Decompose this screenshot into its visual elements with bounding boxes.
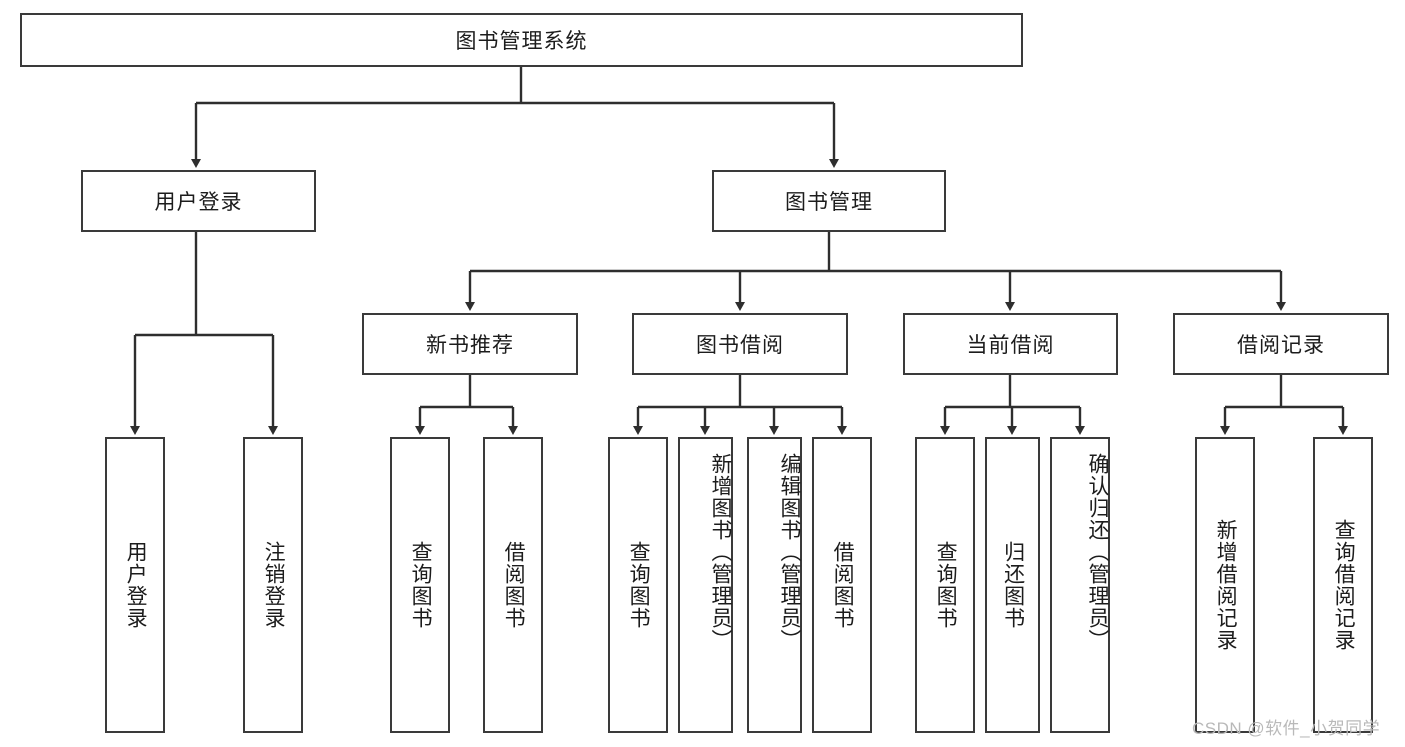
node-user-login[interactable]: 用户登录 (81, 170, 316, 232)
leaf-query-book-2[interactable]: 查询图书 (608, 437, 668, 733)
node-current-borrow-label: 当前借阅 (966, 334, 1055, 357)
leaf-borrow-book-2-label: 借阅图书 (831, 541, 855, 629)
node-current-borrow[interactable]: 当前借阅 (903, 313, 1118, 375)
node-root-label: 图书管理系统 (455, 30, 588, 53)
node-borrow-record-label: 借阅记录 (1237, 334, 1325, 357)
leaf-return-book[interactable]: 归还图书 (985, 437, 1040, 733)
leaf-borrow-book-1[interactable]: 借阅图书 (483, 437, 543, 733)
leaf-query-book-2-label: 查询图书 (627, 541, 651, 629)
node-new-book-recommend-label: 新书推荐 (426, 334, 514, 357)
leaf-add-record-label: 新增借阅记录 (1214, 519, 1238, 651)
node-book-manage-label: 图书管理 (785, 191, 873, 214)
leaf-edit-book-label: 编辑图书（管理员） (778, 453, 801, 651)
node-book-borrow-label: 图书借阅 (696, 334, 784, 357)
leaf-edit-book[interactable]: 编辑图书（管理员） (747, 437, 802, 733)
leaf-add-book[interactable]: 新增图书（管理员） (678, 437, 733, 733)
leaf-logout-login[interactable]: 注销登录 (243, 437, 303, 733)
leaf-query-book-3-label: 查询图书 (934, 541, 958, 629)
node-user-login-label: 用户登录 (154, 191, 243, 214)
leaf-add-book-label: 新增图书（管理员） (709, 453, 732, 651)
node-book-manage[interactable]: 图书管理 (712, 170, 946, 232)
node-root[interactable]: 图书管理系统 (20, 13, 1023, 67)
leaf-query-book-3[interactable]: 查询图书 (915, 437, 975, 733)
leaf-query-record[interactable]: 查询借阅记录 (1313, 437, 1373, 733)
node-new-book-recommend[interactable]: 新书推荐 (362, 313, 578, 375)
leaf-query-record-label: 查询借阅记录 (1332, 519, 1356, 651)
leaf-user-login[interactable]: 用户登录 (105, 437, 165, 733)
leaf-query-book-1[interactable]: 查询图书 (390, 437, 450, 733)
leaf-query-book-1-label: 查询图书 (409, 541, 433, 629)
leaf-confirm-return-label: 确认归还（管理员） (1086, 453, 1109, 651)
leaf-return-book-label: 归还图书 (1001, 541, 1025, 629)
watermark: CSDN @软件_小贺同学 (1192, 719, 1381, 738)
leaf-logout-login-label: 注销登录 (262, 541, 286, 629)
leaf-confirm-return[interactable]: 确认归还（管理员） (1050, 437, 1110, 733)
leaf-add-record[interactable]: 新增借阅记录 (1195, 437, 1255, 733)
leaf-borrow-book-1-label: 借阅图书 (502, 541, 526, 629)
leaf-borrow-book-2[interactable]: 借阅图书 (812, 437, 872, 733)
node-borrow-record[interactable]: 借阅记录 (1173, 313, 1389, 375)
leaf-user-login-label: 用户登录 (124, 541, 148, 629)
node-book-borrow[interactable]: 图书借阅 (632, 313, 848, 375)
